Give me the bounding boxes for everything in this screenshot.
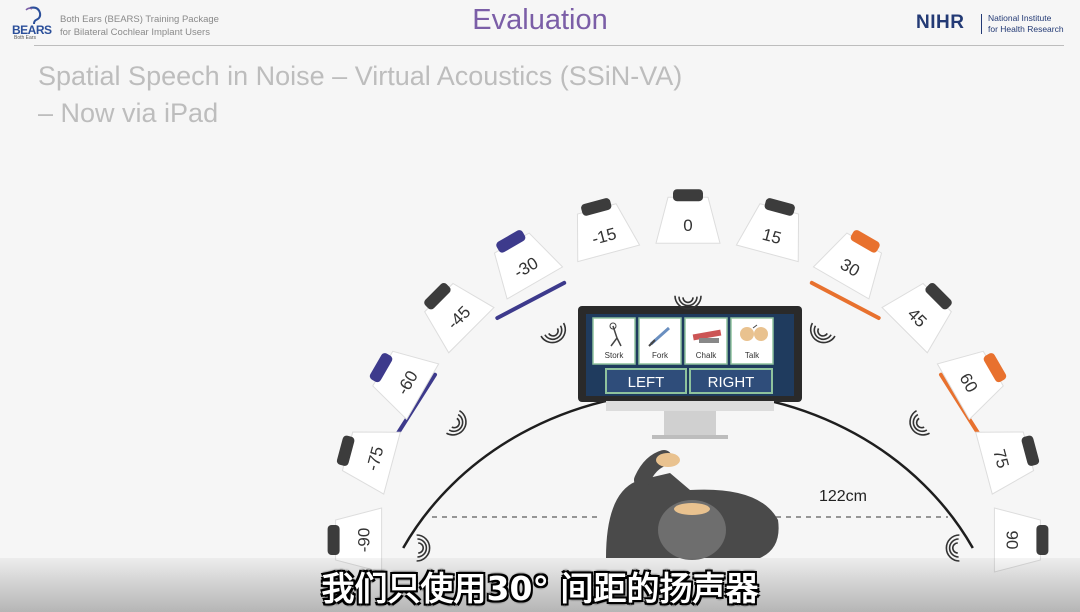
slide-subtitle-line1: Spatial Speech in Noise – Virtual Acoust…	[38, 61, 683, 91]
speaker-cap	[1021, 435, 1040, 466]
speaker-cap	[336, 435, 355, 466]
speaker: -60	[369, 350, 440, 421]
speaker-cap	[581, 198, 612, 216]
word-card[interactable]: Stork	[592, 317, 636, 365]
speaker-arc-segment	[939, 372, 982, 438]
sound-waves	[416, 295, 960, 562]
listener-hand	[656, 453, 680, 467]
speaker-arc-segments	[394, 280, 982, 438]
bears-logo-text: BEARS	[12, 23, 52, 37]
subtitle-backdrop	[0, 558, 1080, 612]
fork-icon	[648, 326, 670, 347]
monitor: Stork Fork Chalk Talk LEFT RIGHT	[578, 306, 802, 439]
slide-header: BEARS Both Ears Both Ears (BEARS) Traini…	[0, 0, 1080, 46]
speaker-cap	[764, 198, 795, 216]
speaker: -45	[424, 282, 495, 354]
nihr-divider	[981, 14, 982, 34]
bears-logo: BEARS Both Ears	[10, 4, 52, 42]
speaker-cap	[424, 283, 451, 310]
speaker: 30	[812, 230, 883, 300]
speaker-cap	[850, 230, 880, 253]
speaker-arc-segment	[394, 372, 437, 438]
nihr-logo: NIHR	[916, 12, 965, 33]
word-card[interactable]: Talk	[730, 317, 774, 365]
speaker-angle-label: -90	[355, 528, 374, 553]
left-button-label: LEFT	[628, 374, 665, 391]
listener	[606, 450, 779, 560]
speaker-angle-label: 75	[989, 447, 1012, 470]
sound-wave-icon	[809, 322, 836, 344]
left-button[interactable]: LEFT	[605, 368, 687, 394]
sound-wave-icon	[540, 322, 567, 344]
talk-icon	[740, 324, 768, 341]
speaker: 90	[993, 507, 1049, 573]
slide-subtitle: Spatial Speech in Noise – Virtual Acoust…	[38, 58, 838, 132]
slide-title: Evaluation	[472, 4, 608, 36]
speaker-cap	[369, 353, 393, 383]
speaker-cap	[327, 525, 340, 555]
speaker: 60	[936, 350, 1007, 421]
speaker: -90	[327, 507, 383, 573]
monitor-base	[652, 435, 728, 439]
monitor-chin	[606, 401, 774, 411]
nihr-subtitle-line1: National Institute	[988, 13, 1052, 23]
ear-icon	[25, 6, 42, 25]
speaker: -15	[576, 198, 641, 263]
speaker-cap	[673, 189, 703, 202]
sound-wave-icon	[446, 409, 467, 436]
listener-head	[658, 500, 726, 560]
package-title-line1: Both Ears (BEARS) Training Package	[60, 14, 219, 25]
nihr-subtitle-line2: for Health Research	[988, 24, 1064, 34]
chalk-icon	[692, 329, 722, 343]
word-card-label: Talk	[745, 351, 760, 360]
speaker-cap	[496, 230, 526, 253]
right-button[interactable]: RIGHT	[689, 368, 773, 394]
sound-wave-icon	[945, 534, 960, 562]
stork-icon	[609, 322, 622, 347]
word-card[interactable]: Fork	[638, 317, 682, 365]
slide-subtitle-line2: – Now via iPad	[38, 98, 219, 128]
monitor-stand	[664, 411, 716, 435]
word-card-label: Fork	[652, 351, 669, 360]
word-card-label: Chalk	[696, 351, 717, 360]
sound-wave-icon	[416, 534, 431, 562]
nihr-subtitle: National Institute for Health Research	[988, 13, 1064, 35]
package-title-line2: for Bilateral Cochlear Implant Users	[60, 27, 210, 38]
speaker-cap	[983, 353, 1007, 383]
speaker-cap	[1036, 525, 1049, 555]
distance-line: 122cm	[432, 488, 948, 518]
speaker: 15	[735, 198, 800, 263]
speaker-angle-label: 0	[683, 216, 692, 235]
word-cards: Stork Fork Chalk Talk	[592, 317, 774, 365]
speaker: -75	[336, 431, 401, 495]
listener-face	[674, 503, 710, 515]
speaker-arc-segment	[809, 280, 881, 320]
speaker-arc-segment	[495, 280, 567, 320]
header-divider	[34, 45, 1064, 46]
speaker: 45	[881, 282, 952, 354]
word-card[interactable]: Chalk	[684, 317, 728, 365]
speaker: 75	[975, 431, 1040, 495]
sound-wave-icon	[909, 409, 930, 436]
package-title: Both Ears (BEARS) Training Package for B…	[60, 13, 219, 39]
bears-logo-subtext: Both Ears	[14, 35, 36, 41]
speaker-angle-label: 90	[1002, 531, 1021, 550]
speaker-angle-label: 15	[760, 225, 783, 248]
right-button-label: RIGHT	[708, 374, 755, 391]
word-card-label: Stork	[605, 351, 625, 360]
video-caption: 我们只使用30° 间距的扬声器	[321, 569, 759, 608]
speaker: -30	[493, 230, 564, 300]
sound-wave-icon	[674, 295, 702, 310]
distance-label: 122cm	[819, 488, 867, 505]
speaker: 0	[655, 189, 721, 244]
speaker-cap	[925, 283, 952, 310]
